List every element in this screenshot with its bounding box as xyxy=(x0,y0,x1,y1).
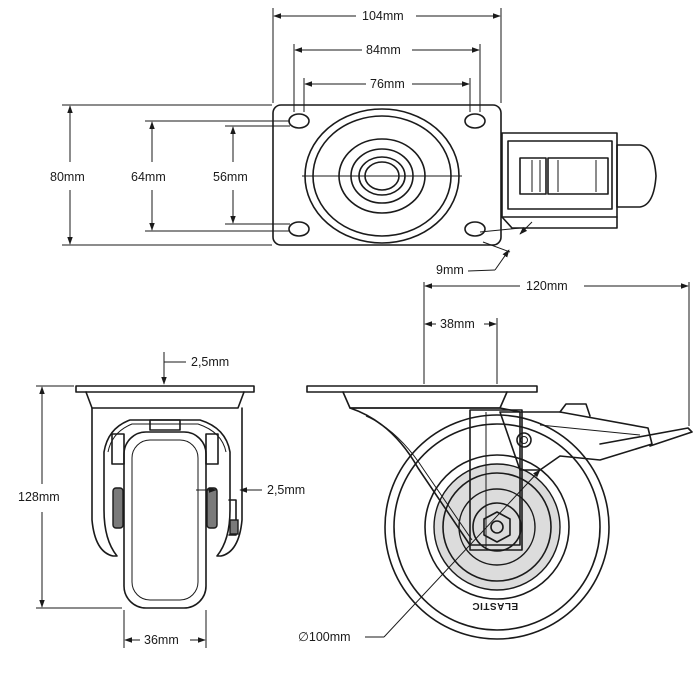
dim-hole-depth-outer: 64mm xyxy=(131,170,166,184)
dim-overall-length: 120mm xyxy=(526,279,568,293)
dim-wheel-diameter: ∅100mm xyxy=(298,630,351,644)
top-horizontal-dimensions: 104mm 84mm 76mm xyxy=(272,8,502,112)
top-plate xyxy=(272,104,502,246)
dim-plate-thickness: 2,5mm xyxy=(191,355,229,369)
dim-hole-outer: 84mm xyxy=(366,43,401,57)
slot-dimension: 9mm xyxy=(436,221,533,277)
dim-total-height: 128mm xyxy=(18,490,60,504)
brake-lever-top xyxy=(501,132,657,229)
wheel-brand: ELASTIC xyxy=(472,600,518,611)
front-plate xyxy=(75,385,255,393)
swivel-bearing xyxy=(302,108,462,244)
front-wheel xyxy=(123,431,207,609)
dim-offset: 38mm xyxy=(440,317,475,331)
bolt-holes xyxy=(288,113,486,237)
side-view: ELASTIC 120mm 38mm ∅10 xyxy=(298,279,693,644)
dim-plate-depth: 80mm xyxy=(50,170,85,184)
side-plate xyxy=(306,385,538,393)
dim-wheel-width: 36mm xyxy=(144,633,179,647)
side-brake-lever xyxy=(499,403,693,471)
axle-nut xyxy=(483,511,511,543)
dim-hole-depth-inner: 56mm xyxy=(213,170,248,184)
front-view: 128mm 2,5mm 2,5mm 36mm xyxy=(18,352,305,648)
dim-fork-thickness: 2,5mm xyxy=(267,483,305,497)
top-vertical-dimensions: 80mm 64mm 56mm xyxy=(50,104,290,246)
dim-slot-width: 9mm xyxy=(436,263,464,277)
dim-hole-inner: 76mm xyxy=(370,77,405,91)
top-view: 9mm 104mm 84mm 76mm 80mm xyxy=(50,8,657,277)
dim-plate-width: 104mm xyxy=(362,9,404,23)
side-wheel xyxy=(384,414,610,640)
side-fork xyxy=(349,407,521,546)
